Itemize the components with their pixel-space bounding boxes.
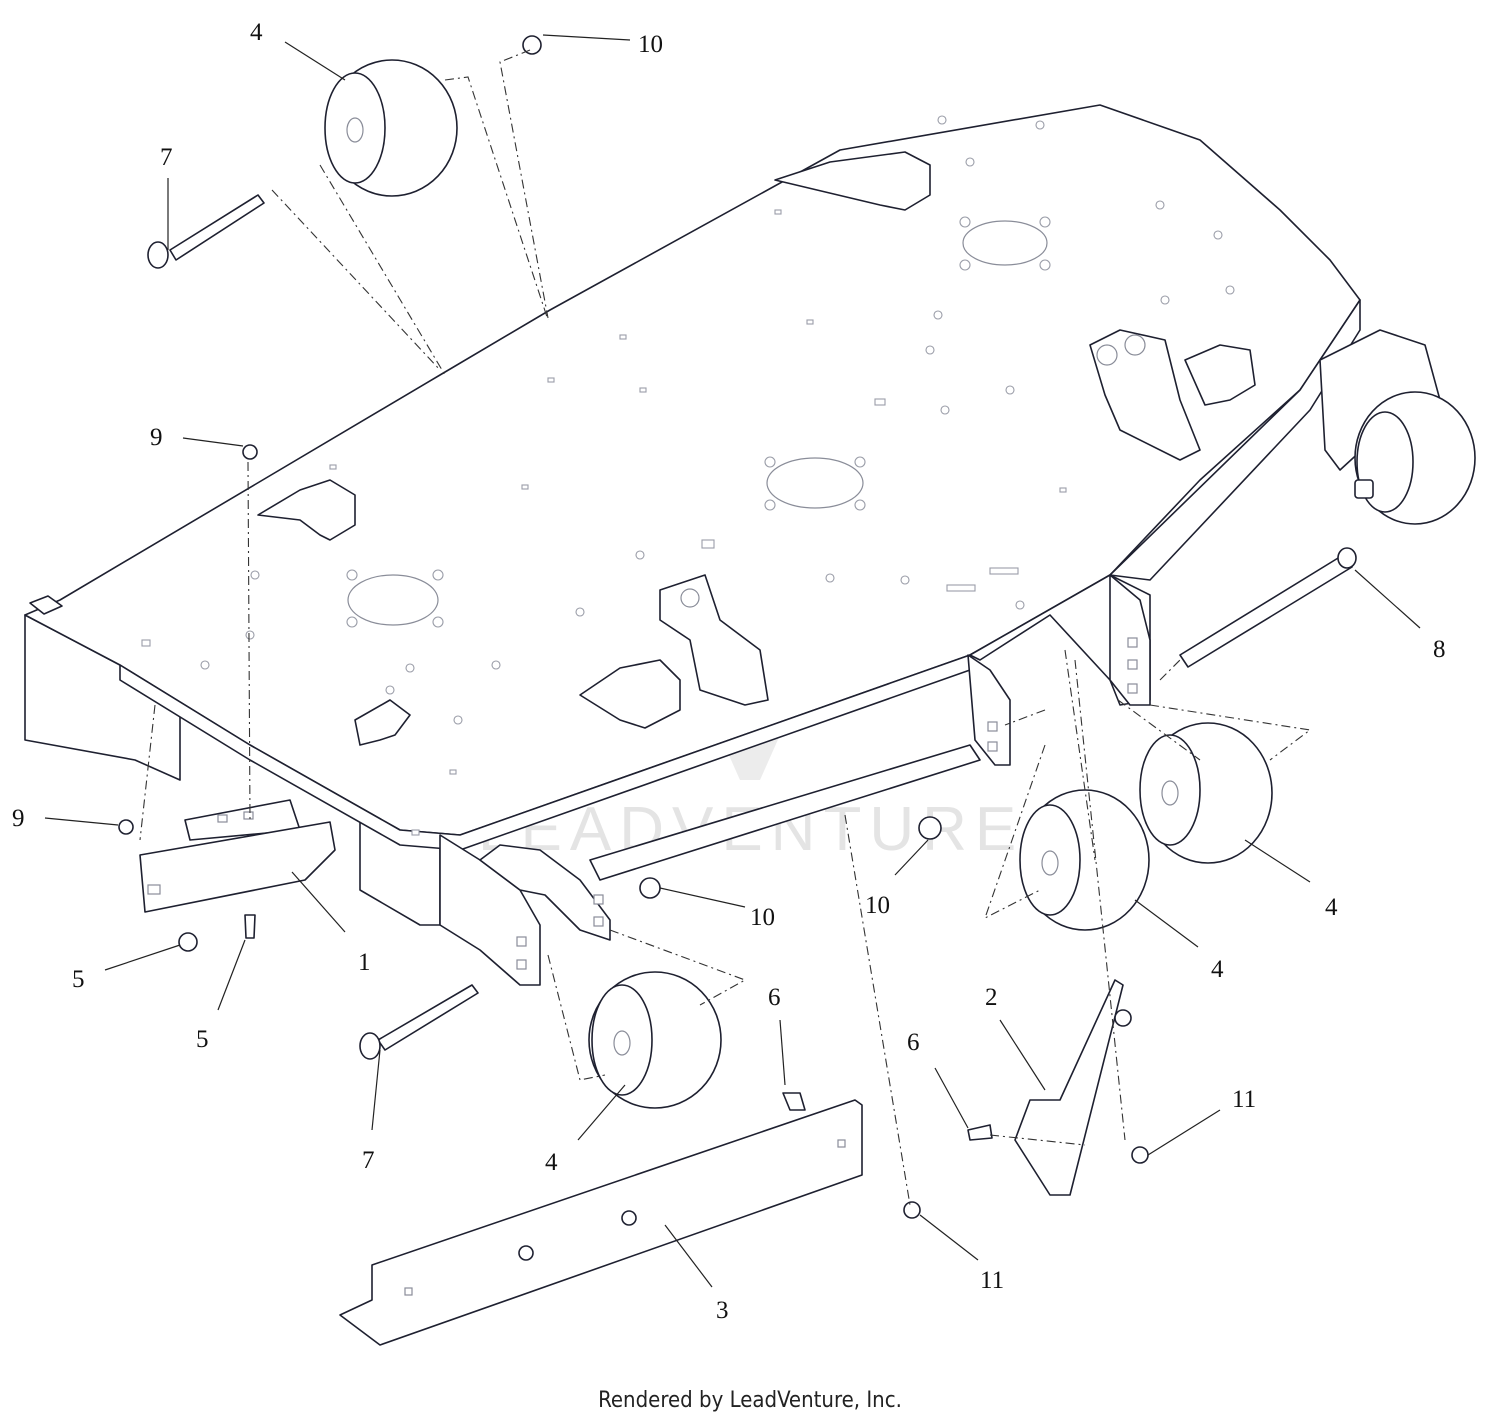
part-7-axle-bolt	[359, 984, 479, 1060]
deck-slots	[141, 209, 1067, 836]
callout-4: 4	[545, 1149, 558, 1176]
part-8-axle	[1179, 547, 1357, 668]
callout-1: 1	[358, 949, 371, 976]
callout-10: 10	[750, 904, 775, 931]
part-4-roller	[1019, 789, 1150, 931]
callout-10: 10	[865, 892, 890, 919]
callout-10: 10	[638, 31, 663, 58]
mower-deck	[24, 104, 1441, 986]
callout-5: 5	[196, 1026, 209, 1053]
callout-4: 4	[250, 19, 263, 46]
callout-9: 9	[12, 805, 25, 832]
part-4-roller	[588, 971, 722, 1109]
part-5-bolt	[178, 932, 198, 952]
part-10-bushing	[639, 877, 661, 899]
part-9-nut	[242, 444, 258, 460]
part-11-locknut	[1114, 1009, 1132, 1027]
part-5-bolt	[244, 914, 256, 939]
part-9-nut	[118, 819, 134, 835]
callout-7: 7	[160, 144, 173, 171]
callout-4: 4	[1325, 894, 1338, 921]
part-6-bolt	[782, 1092, 806, 1111]
bracket-slots	[516, 637, 1138, 970]
part-11-locknut	[903, 1201, 921, 1219]
part-3-rear-baffle	[339, 1099, 863, 1346]
callout-2: 2	[985, 984, 998, 1011]
part-7-axle-bolt	[147, 194, 265, 269]
leader-lines	[44, 34, 1421, 1288]
part-10-bushing	[522, 35, 542, 55]
part-6-bolt	[967, 1124, 993, 1141]
part-1-baffle	[139, 799, 336, 913]
part-11-locknut	[1131, 1146, 1149, 1164]
part-4-roller	[1139, 722, 1273, 864]
callout-3: 3	[716, 1297, 729, 1324]
part-4-roller-mounted	[1354, 391, 1476, 525]
callout-9: 9	[150, 424, 163, 451]
callout-5: 5	[72, 966, 85, 993]
assembly-lines	[139, 49, 1312, 1206]
callout-6: 6	[907, 1029, 920, 1056]
footer-credit: Rendered by LeadVenture, Inc.	[598, 1388, 902, 1413]
callout-8: 8	[1433, 636, 1446, 663]
part-2-deflector	[1014, 979, 1124, 1196]
part-4-roller	[324, 59, 458, 197]
deck-holes	[200, 115, 1235, 725]
callout-6: 6	[768, 984, 781, 1011]
callout-11: 11	[1232, 1086, 1256, 1113]
callout-4: 4	[1211, 956, 1224, 983]
callout-labels: 4 10 7 9 8 9 10 10 4 1 5 5 4 6 2 6 11 7 …	[12, 19, 1446, 1324]
callout-7: 7	[362, 1147, 375, 1174]
callout-11: 11	[980, 1267, 1004, 1294]
part-10-bushing	[918, 816, 942, 840]
